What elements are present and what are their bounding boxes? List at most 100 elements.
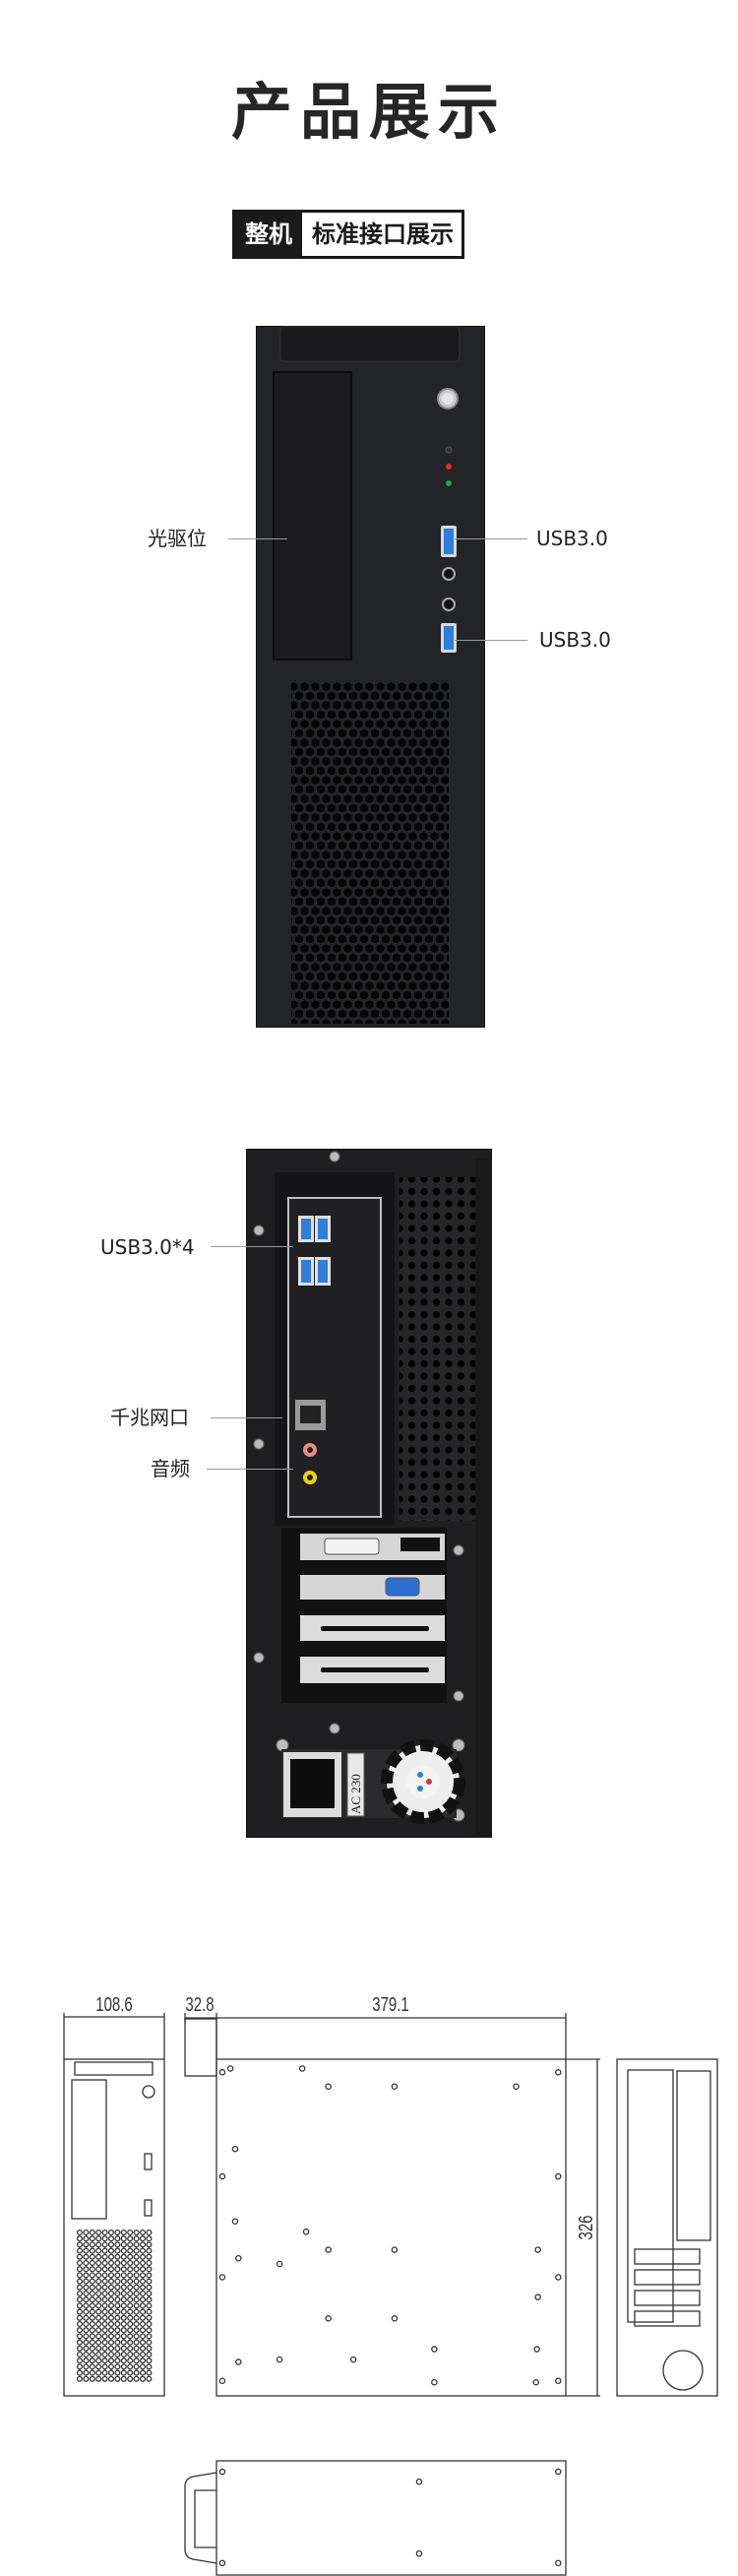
badge-category: 整机 <box>235 213 302 256</box>
drawing-hole <box>133 2327 140 2334</box>
drawing-hole <box>139 2259 147 2267</box>
drawing-hole <box>133 2247 140 2254</box>
drawing-hole <box>107 2247 115 2254</box>
drawing-bottom <box>184 2460 567 2576</box>
io-shield <box>287 1197 382 1518</box>
drawing-hole <box>95 2363 102 2370</box>
drawing-hole <box>127 2296 134 2303</box>
drawing-hole <box>139 2327 147 2334</box>
drawing-hole <box>89 2253 95 2260</box>
drawing-hole <box>114 2235 121 2242</box>
drawing-hole <box>76 2247 84 2254</box>
drawing-hole <box>89 2345 95 2352</box>
drawing-hole <box>83 2345 90 2352</box>
dimension-drawing: 108.6 32.8 379.1 326 <box>63 1993 718 2576</box>
page-title: 产品展示 <box>230 76 507 148</box>
drawing-hole <box>101 2369 108 2376</box>
drawing-hole <box>95 2241 102 2248</box>
drawing-hole <box>114 2357 121 2364</box>
drawing-hole <box>89 2229 95 2236</box>
drawing-hole <box>89 2369 95 2376</box>
drawing-hole <box>120 2333 127 2340</box>
drawing-hole <box>391 2083 399 2090</box>
drawing-hole <box>83 2327 90 2334</box>
drawing-hole <box>139 2339 147 2346</box>
drawing-hole <box>95 2253 102 2260</box>
drawing-side <box>184 2013 600 2397</box>
drawing-hole <box>76 2369 84 2376</box>
drawing-hole <box>555 2377 562 2384</box>
drawing-hole <box>133 2290 140 2297</box>
drawing-hole <box>114 2259 121 2267</box>
drawing-hole <box>89 2357 95 2364</box>
drawing-hole <box>139 2375 147 2382</box>
drawing-hole <box>95 2278 102 2285</box>
drawing-hole <box>101 2253 108 2260</box>
drawing-hole <box>95 2266 102 2273</box>
drawing-hole <box>89 2363 95 2370</box>
drawing-hole <box>95 2357 102 2364</box>
drawing-hole <box>139 2314 147 2321</box>
drawing-hole <box>101 2235 108 2242</box>
drawing-hole <box>101 2333 108 2340</box>
drawing-hole <box>83 2302 90 2309</box>
drawing-hole <box>120 2247 127 2254</box>
drawing-hole <box>133 2357 140 2364</box>
drawing-hole <box>114 2241 121 2248</box>
drawing-hole <box>133 2375 140 2382</box>
drawing-hole <box>114 2345 121 2352</box>
drawing-hole <box>101 2357 108 2364</box>
drawing-hole <box>127 2229 134 2236</box>
drawing-hole <box>101 2296 108 2303</box>
drawing-hole <box>95 2375 102 2382</box>
drawing-hole <box>133 2302 140 2309</box>
drawing-hole <box>114 2272 121 2279</box>
drawing-hole <box>101 2278 108 2285</box>
drawing-hole <box>107 2351 115 2358</box>
drawing-hole <box>139 2272 147 2279</box>
drawing-hole <box>89 2339 95 2346</box>
drawing-hole <box>139 2308 147 2315</box>
drawing-hole <box>127 2357 134 2364</box>
led-red <box>446 464 452 470</box>
drawing-hole <box>114 2296 121 2303</box>
drawing-hole <box>76 2266 84 2273</box>
drawing-hole <box>133 2284 140 2291</box>
drawing-hole <box>218 2559 226 2567</box>
drawing-hole <box>139 2278 147 2285</box>
drawing-hole <box>101 2308 108 2315</box>
drawing-hole <box>120 2272 127 2279</box>
drawing-hole <box>146 2284 153 2291</box>
drawing-hole <box>114 2363 121 2370</box>
drawing-hole <box>139 2235 147 2242</box>
drawing-hole <box>101 2320 108 2328</box>
drawing-hole <box>83 2235 90 2242</box>
drawing-hole <box>95 2259 102 2267</box>
front-case-image <box>256 326 485 1028</box>
drawing-hole <box>127 2327 134 2334</box>
drawing-hole <box>107 2272 115 2279</box>
drawing-hole <box>391 2246 399 2253</box>
label-lan: 千兆网口 <box>110 1406 189 1429</box>
drawing-hole <box>431 2378 438 2386</box>
drawing-hole <box>89 2302 95 2309</box>
drawing-hole <box>114 2351 121 2358</box>
drawing-hole <box>120 2363 127 2370</box>
drawing-hole <box>107 2327 115 2334</box>
label-optical-drive: 光驱位 <box>148 527 207 550</box>
drawing-hole <box>76 2241 84 2248</box>
drawing-hole <box>120 2308 127 2315</box>
rear-case-image: AC 230 <box>246 1149 492 1838</box>
drawing-hole <box>83 2339 90 2346</box>
drawing-hole <box>89 2235 95 2242</box>
drawing-hole <box>107 2339 115 2346</box>
drawing-hole <box>89 2272 95 2279</box>
drawing-hole <box>107 2314 115 2321</box>
drawing-hole <box>120 2345 127 2352</box>
drawing-hole <box>133 2351 140 2358</box>
drawing-hole <box>107 2357 115 2364</box>
drawing-hole <box>101 2241 108 2248</box>
drawing-hole <box>139 2357 147 2364</box>
drawing-hole <box>83 2284 90 2291</box>
drawing-hole <box>107 2253 115 2260</box>
